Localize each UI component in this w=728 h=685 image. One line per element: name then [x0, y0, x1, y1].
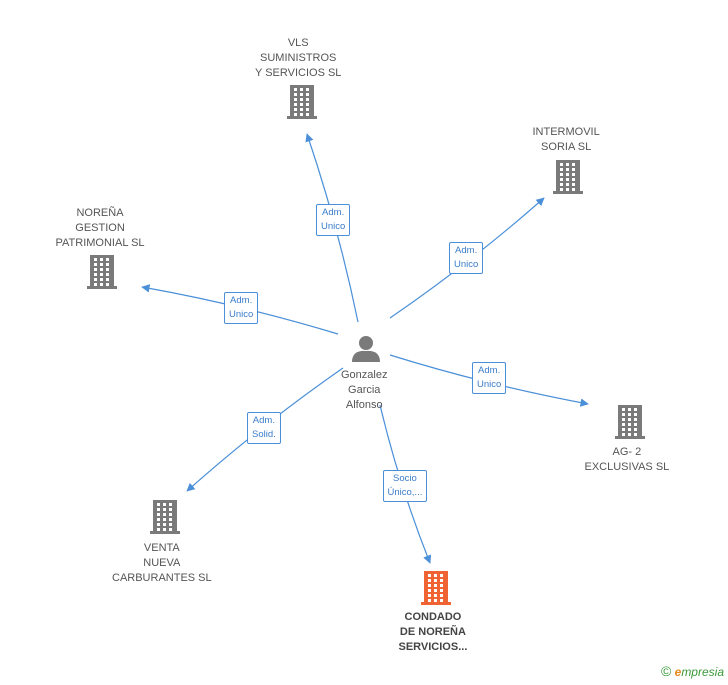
building-icon[interactable] [150, 500, 180, 534]
building-icon[interactable] [615, 405, 645, 439]
building-icon[interactable] [553, 160, 583, 194]
building-icon[interactable] [87, 255, 117, 289]
edge-label-venta: Adm.Solid. [247, 412, 281, 444]
edge-label-norena: Adm.Unico [224, 292, 259, 324]
edge-label-ag2: Adm.Unico [472, 362, 507, 394]
building-icon[interactable] [287, 85, 317, 119]
edge-label-intermovil: Adm.Unico [449, 242, 484, 274]
copyright-icon: © [660, 663, 672, 679]
building-icon[interactable] [421, 571, 451, 605]
person-icon[interactable] [352, 336, 380, 362]
empresia-logo[interactable]: © empresia [660, 663, 724, 679]
edge-label-vls: Adm.Unico [316, 204, 351, 236]
